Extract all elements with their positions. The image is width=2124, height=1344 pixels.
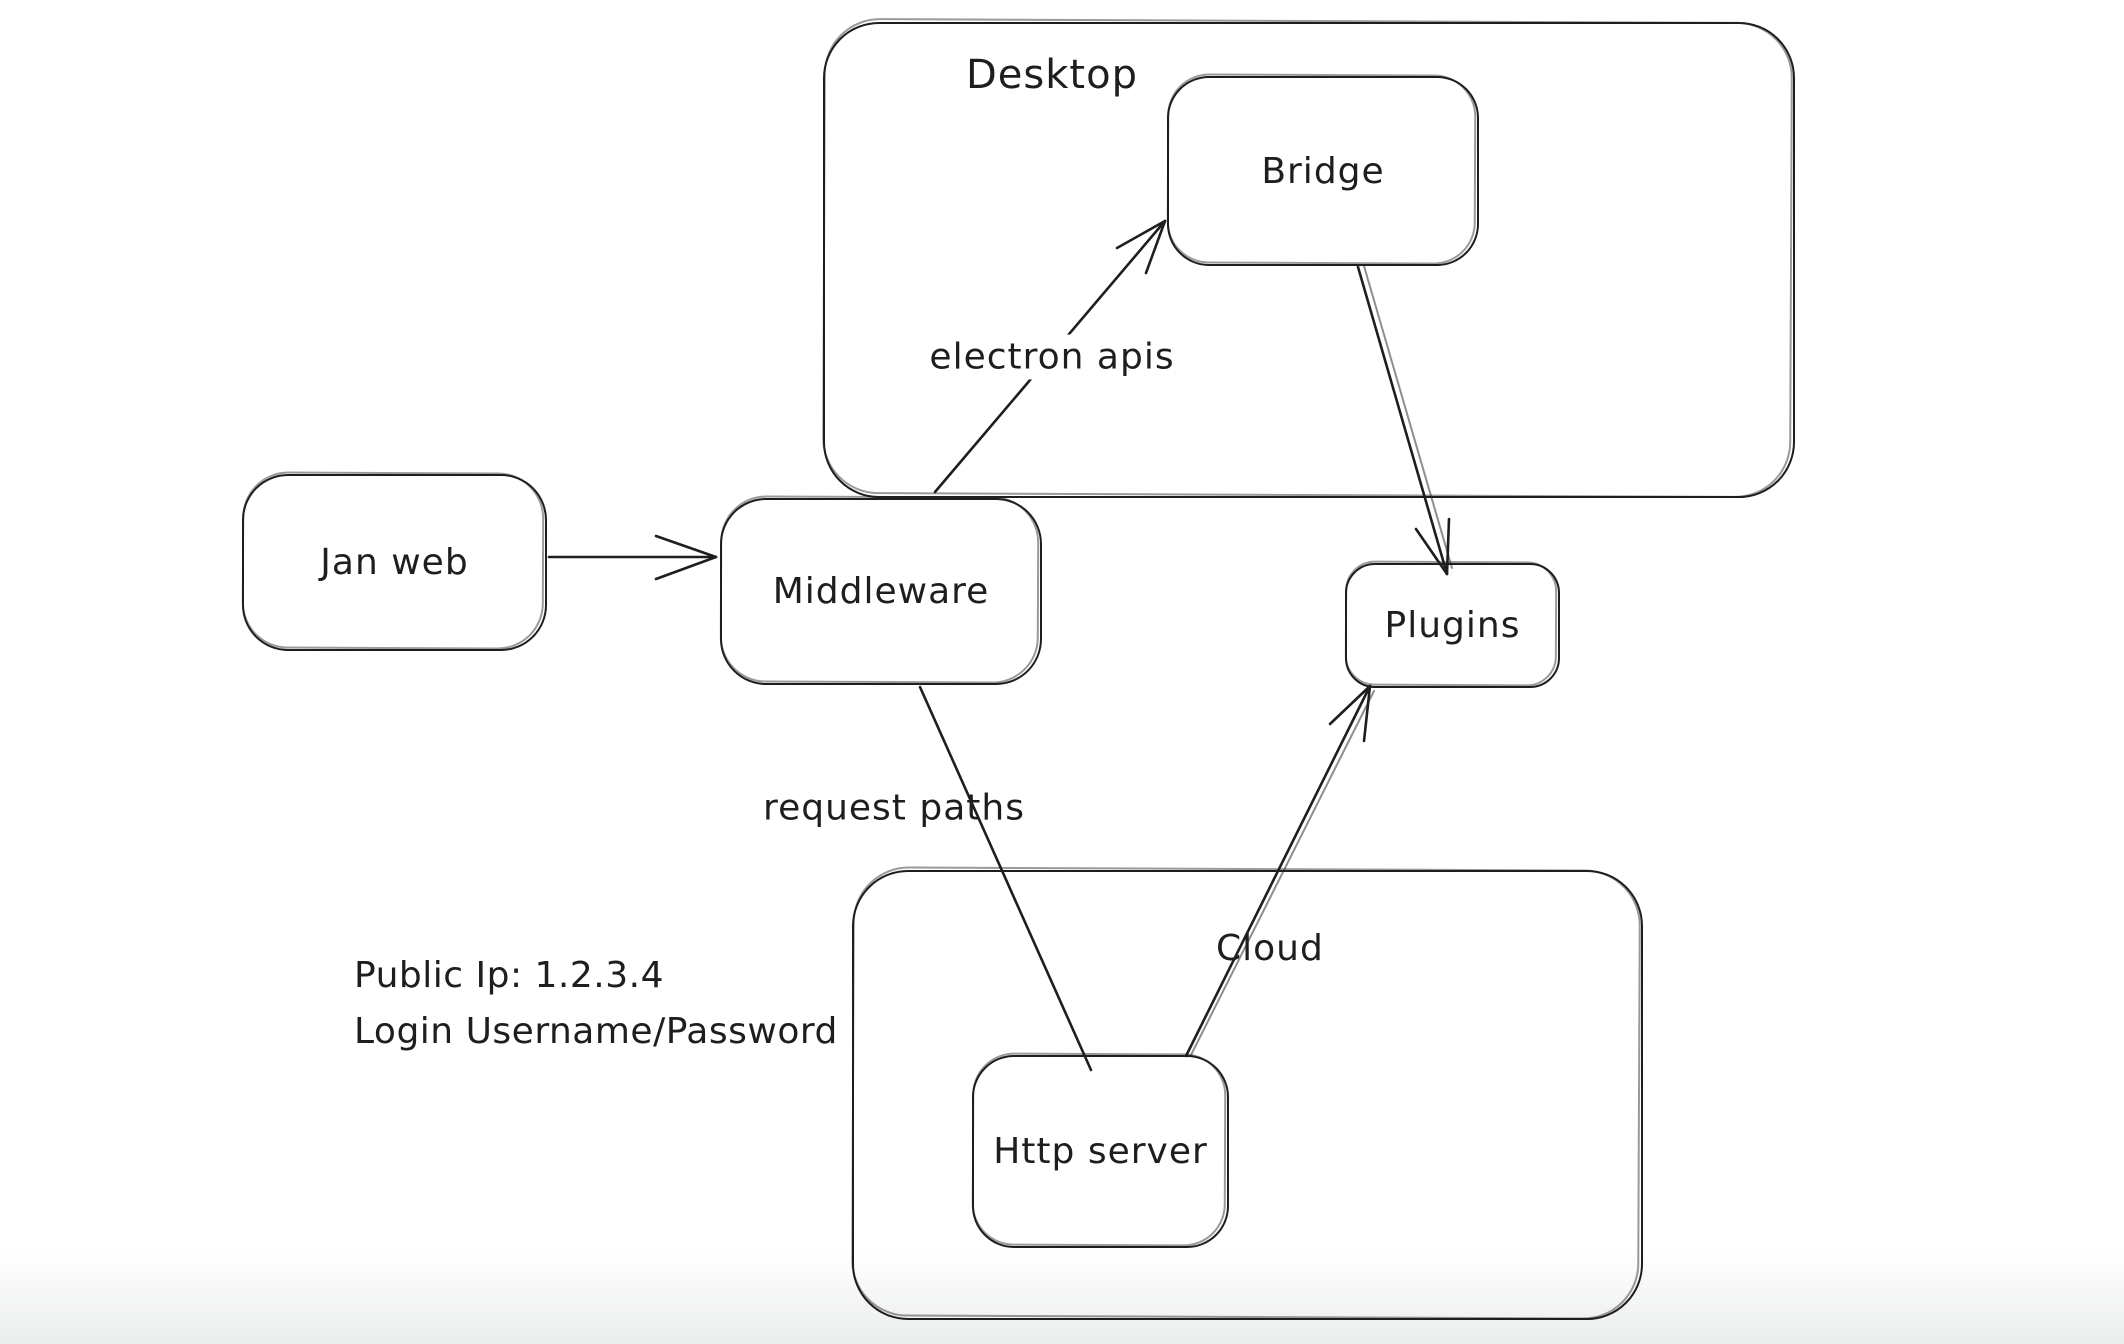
node-plugins-label: Plugins	[1384, 605, 1521, 646]
note-credentials[interactable]: Public Ip: 1.2.3.4 Login Username/Passwo…	[354, 948, 838, 1060]
node-http-server[interactable]: Http server	[972, 1055, 1229, 1248]
edge-label-request-paths[interactable]: request paths	[763, 787, 1025, 829]
container-desktop[interactable]	[823, 22, 1795, 498]
node-middleware[interactable]: Middleware	[720, 498, 1042, 685]
container-cloud-title[interactable]: Cloud	[1216, 928, 1324, 969]
node-jan-web-label: Jan web	[320, 542, 469, 583]
edge-label-electron-apis[interactable]: electron apis	[921, 334, 1183, 380]
note-public-ip: Public Ip: 1.2.3.4	[354, 955, 664, 996]
container-desktop-title[interactable]: Desktop	[966, 52, 1138, 98]
node-bridge-label: Bridge	[1261, 150, 1385, 192]
node-http-server-label: Http server	[993, 1131, 1208, 1172]
node-plugins[interactable]: Plugins	[1345, 563, 1560, 688]
node-bridge[interactable]: Bridge	[1167, 76, 1479, 266]
node-jan-web[interactable]: Jan web	[242, 474, 547, 651]
node-middleware-label: Middleware	[772, 571, 990, 612]
arrow-janweb-to-middleware[interactable]	[547, 534, 718, 581]
note-login: Login Username/Password	[354, 1011, 838, 1052]
